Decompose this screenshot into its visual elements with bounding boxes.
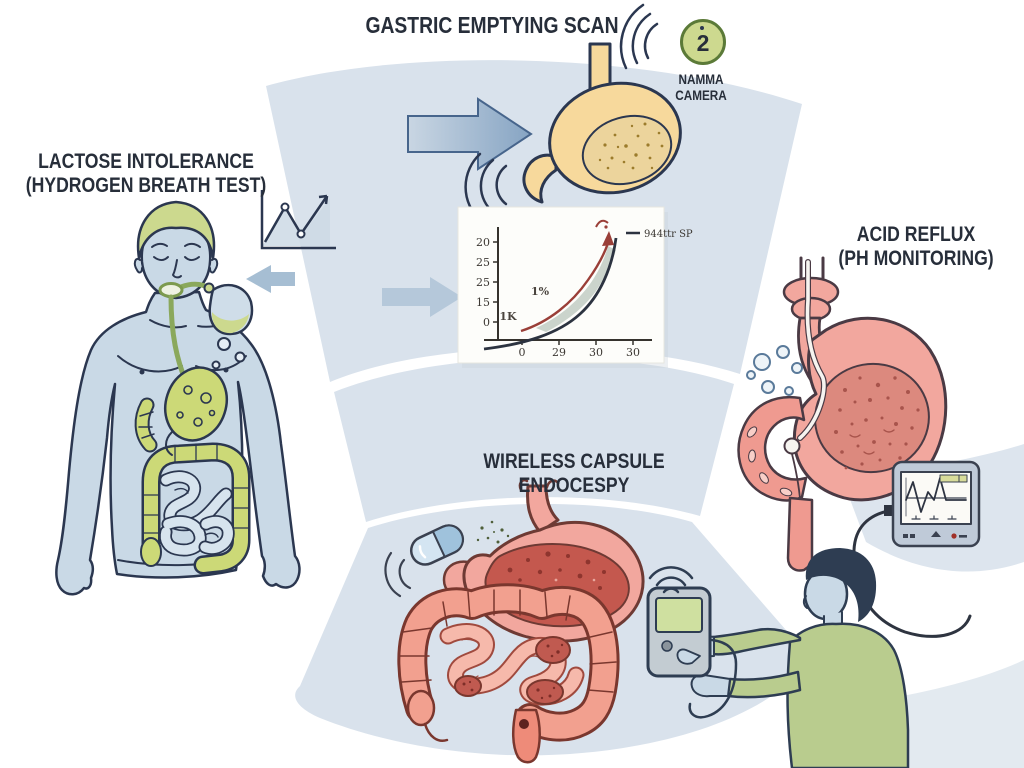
- monitor-buttons: [903, 531, 967, 539]
- x-tick: 0: [519, 346, 526, 359]
- y-tick: 20: [476, 236, 490, 249]
- ph-waveform: [905, 477, 967, 513]
- y-tick: 0: [483, 316, 490, 329]
- gamma-camera: 2 NAMMA CAMERA: [619, 3, 727, 103]
- curve-red: [520, 242, 610, 333]
- reflux-bubbles: [746, 345, 803, 396]
- y-tick: 15: [476, 296, 490, 309]
- ph-catheter: [783, 259, 827, 519]
- radioactive-meal-speckles: [598, 122, 664, 170]
- patient-head: [133, 200, 219, 300]
- arrow-right-small-icon: [382, 277, 462, 317]
- hair: [136, 200, 216, 260]
- curve-label-upper: 1%: [531, 285, 550, 298]
- receiver-wifi-icon: [648, 566, 694, 594]
- patient-figure: [55, 200, 301, 596]
- capsule-title-1: WIRELESS CAPSULE: [483, 450, 664, 474]
- chart-section: 20 25 25 15 0 0 29 30 30 944ttr SP 1% 1K: [382, 206, 693, 368]
- reflux-speckles: [834, 376, 920, 470]
- badge-2-icon: [680, 19, 726, 65]
- gas-bubbles: [211, 337, 246, 370]
- technician-shirt: [786, 622, 910, 768]
- shaded-band: [536, 246, 616, 332]
- ph-sensor: [783, 437, 801, 455]
- lactose-title-1: LACTOSE INTOLERANCE: [38, 150, 254, 174]
- gastric-stomach: [522, 42, 682, 204]
- technician-hair: [805, 548, 877, 622]
- curve-dark: [483, 237, 618, 351]
- camera-label-1: NAMMA: [679, 71, 724, 87]
- capsule-icon: [409, 524, 465, 566]
- technician-figure: [646, 548, 910, 768]
- y-tick: 25: [476, 256, 490, 269]
- lactose-title-2: (HYDROGEN BREATH TEST): [26, 174, 267, 198]
- gastric-title: GASTRIC EMPTYING SCAN: [365, 14, 618, 39]
- capsule-motion-arcs: [384, 551, 412, 598]
- legend-label: 944ttr SP: [644, 229, 693, 240]
- arrow-left-icon: [246, 265, 295, 293]
- wifi-icon: [619, 3, 659, 70]
- monitor-icon: [852, 460, 981, 638]
- acid-reflux-section: [737, 256, 981, 638]
- curve-label-lower: 1K: [499, 310, 517, 323]
- x-tick: 30: [589, 346, 603, 359]
- gastric-section: 2 NAMMA CAMERA: [407, 3, 727, 222]
- lactose-section: [55, 190, 336, 596]
- trend-chart-icon: [260, 190, 336, 250]
- intestines: [397, 583, 620, 764]
- arrow-right-icon: [407, 97, 533, 171]
- reflux-title-2: (PH MONITORING): [838, 247, 993, 271]
- digestive-organs: [134, 366, 251, 575]
- badge-number: 2: [697, 30, 710, 56]
- capsule-title-2: ENDOCESPY: [519, 474, 630, 498]
- lesion-patches: [454, 636, 571, 705]
- y-tick: 25: [476, 276, 490, 289]
- x-tick: 30: [626, 346, 640, 359]
- capsule-section: [384, 479, 910, 768]
- x-tick: 29: [552, 346, 566, 359]
- camera-label-2: CAMERA: [675, 87, 727, 103]
- crumb-speckles: [476, 520, 510, 544]
- reflux-title-1: ACID REFLUX: [857, 223, 976, 247]
